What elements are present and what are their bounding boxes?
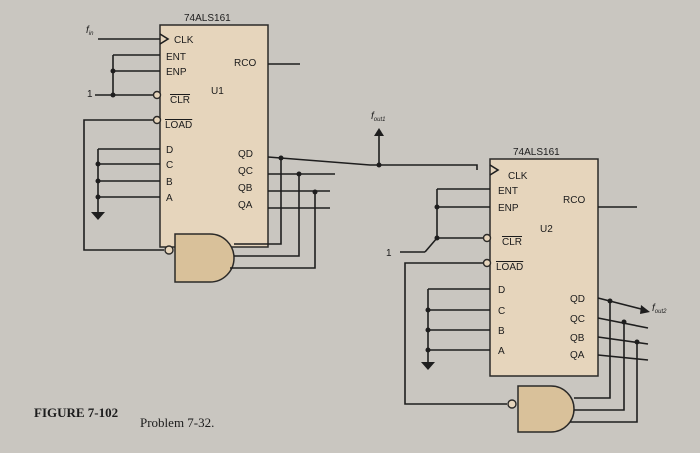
u2-pin-load: LOAD [496,262,523,273]
u2-pin-b: B [498,326,505,337]
u1-clock-triangle [159,33,170,45]
logic-one-label-u2: 1 [386,248,392,259]
u2-nand-gate [517,385,575,433]
ground-icon [91,212,105,220]
u2-load-feedback-wire [404,262,507,405]
u2-nand-in-qb [570,342,638,423]
u2-qa-wire [597,354,649,361]
u1-load-bubble [152,115,162,125]
u1-nand-in-qd [234,158,282,245]
u1-part-label: 74ALS161 [184,13,231,24]
figure-caption: Problem 7-32. [140,415,214,430]
u1-pin-qa: QA [238,200,253,211]
u2-pin-qb: QB [570,333,585,344]
junction-dot [425,327,431,333]
u1-pin-qd: QD [238,149,253,160]
u1-pin-ent: ENT [166,52,186,63]
u1-pin-qc: QC [238,166,253,177]
u2-pin-rco: RCO [563,195,585,206]
u1-pin-load: LOAD [165,120,192,131]
u2-nand-bubble [507,399,517,409]
u1-ref-label: U1 [211,86,224,97]
u2-nand-in-qd [574,301,611,399]
u2-clr-bubble [482,233,492,243]
u2-nand-in-qc [574,322,625,411]
u2-load-bubble [482,258,492,268]
u2-pin-clk: CLK [508,171,528,182]
u1-nand-gate [174,233,235,283]
u1-pin-clr: CLR [170,95,190,106]
u2-pin-a: A [498,346,505,357]
u1-load-feedback-wire [83,119,164,251]
u2-pin-ent: ENT [498,186,518,197]
u2-ref-label: U2 [540,224,553,235]
u1-pin-clk: CLK [174,35,194,46]
u2-pin-qa: QA [570,350,585,361]
u1-pin-rco: RCO [234,58,256,69]
junction-dot [95,178,101,184]
ground-icon [421,362,435,370]
u2-qb-wire [597,336,649,345]
u1-pin-qb: QB [238,183,253,194]
junction-dot [425,307,431,313]
u1-pin-c: C [166,160,173,171]
u2-pin-enp: ENP [498,203,519,214]
u1-clr-bubble [152,90,162,100]
junction-dot [95,194,101,200]
u1-chip-body [159,24,269,248]
u2-pin-d: D [498,285,505,296]
u1-pin-enp: ENP [166,67,187,78]
fout2-arrow-icon [640,305,650,314]
junction-dot [425,347,431,353]
fout2-label: fout2 [652,303,667,315]
u2-chip-body [489,158,599,377]
u2-clock-triangle [489,164,500,176]
u2-pin-c: C [498,306,505,317]
u1-pin-d: D [166,145,173,156]
u1-nand-in-qb [230,192,316,269]
fout1-label: fout1 [371,111,385,123]
u2-part-label: 74ALS161 [513,147,560,158]
u2-clr-wire [424,237,484,253]
logic-one-label-u1: 1 [87,89,93,100]
u2-pin-qd: QD [570,294,585,305]
junction-dot [110,68,116,74]
u1-pin-a: A [166,193,173,204]
u2-pin-clr: CLR [502,237,522,248]
fout1-arrow-icon [374,128,384,136]
u1-pin-b: B [166,177,173,188]
u1-qd-to-u2-clk-wire [267,156,478,170]
junction-dot [95,161,101,167]
u1-nand-in-qc [234,174,300,257]
junction-dot [434,204,440,210]
fin-label: fin [86,25,94,37]
u1-nand-bubble [164,245,174,255]
u2-pin-qc: QC [570,314,585,325]
u2-qd-wire [597,297,646,311]
figure-number: FIGURE 7-102 [34,405,118,420]
